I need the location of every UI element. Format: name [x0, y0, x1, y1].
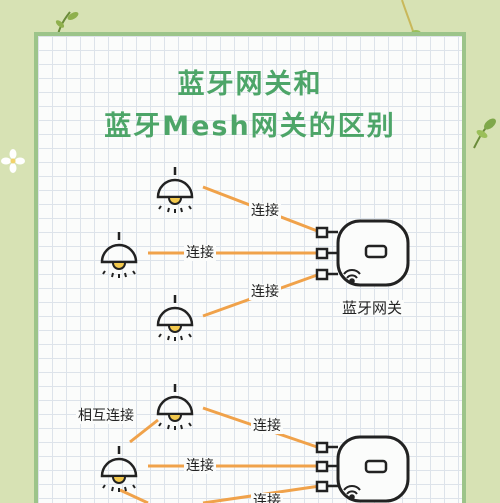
lamp-icon: [156, 165, 194, 215]
link-label: 连接: [184, 458, 216, 474]
lamp-icon: [156, 382, 194, 432]
wifi-icon: [343, 269, 361, 284]
mutual-link-label: 相互连接: [76, 408, 136, 424]
section2-lines: [119, 406, 321, 503]
link-label: 连接: [249, 203, 281, 219]
flower-icon: [1, 149, 25, 173]
link-label: 连接: [184, 245, 216, 261]
page-title-line2: 蓝牙Mesh网关的区别: [104, 111, 396, 142]
gateway-label: 蓝牙网关: [340, 299, 405, 317]
gateway-icon: [315, 219, 410, 287]
gateway-icon: [315, 435, 410, 503]
link-label: 连接: [251, 418, 283, 434]
link-label: 连接: [249, 284, 281, 300]
lamp-icon: [100, 444, 138, 494]
lamp-icon: [156, 293, 194, 343]
link-label: 连接: [251, 493, 283, 503]
page-title-line1: 蓝牙网关和: [177, 69, 323, 100]
sprig-icon-right: [473, 118, 496, 149]
lamp-icon: [100, 230, 138, 280]
wifi-icon: [343, 485, 361, 500]
